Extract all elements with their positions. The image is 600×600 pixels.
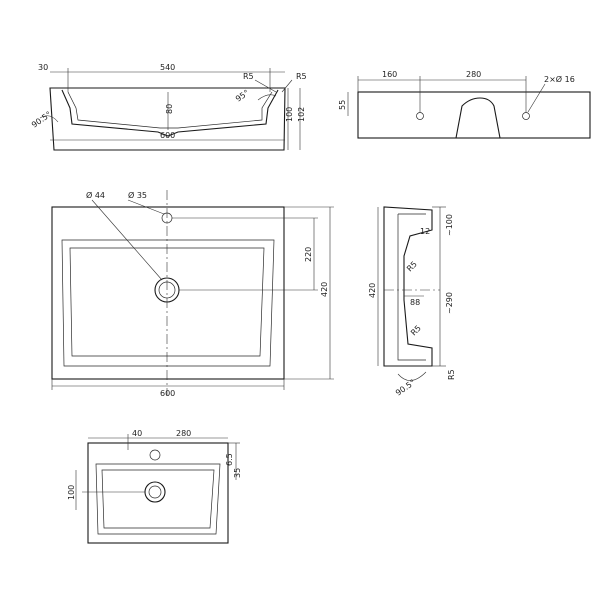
- dim-radius-outer-label: R5: [296, 72, 307, 81]
- dim-depth-label: 80: [165, 104, 174, 114]
- dim-depth-label-plan: 420: [320, 282, 329, 297]
- dim-radius-b-label: R5: [409, 324, 423, 338]
- small-plan-basin-outer: [95, 463, 221, 535]
- small-plan-view: 40 280 6.5 35 100: [67, 429, 242, 544]
- small-drain-inner: [148, 485, 162, 499]
- small-dim-left-label: 40: [132, 429, 142, 438]
- dim-tap-hole-dia-label: Ø 35: [128, 190, 147, 200]
- dim-inner-width-label: 540: [160, 63, 175, 72]
- dim-angle-label-side: 90.5°: [394, 378, 417, 398]
- dim-height-label-rear: 55: [338, 100, 347, 110]
- hole-left: [416, 112, 424, 120]
- small-dim-right-label: 35: [233, 468, 242, 478]
- plan-view-basin-inner: [69, 247, 265, 357]
- dim-depth-label-side: 420: [368, 283, 377, 298]
- front-section-basin-profile: [61, 89, 279, 137]
- small-tap-hole: [149, 449, 161, 461]
- rear-view: 160 280 55 2×Ø 16: [338, 70, 591, 139]
- plan-view-basin-outer: [61, 239, 275, 367]
- dim-half-depth-label: 220: [304, 247, 313, 262]
- dim-overhang-label: 30: [38, 63, 48, 72]
- side-section-outline: [383, 206, 433, 367]
- dim-lower-label: ~290: [445, 292, 454, 314]
- dim-holes-label: 2×Ø 16: [544, 74, 575, 84]
- dim-angle-left-label: 90.5°: [30, 110, 53, 130]
- dim-mid-label: 88: [410, 298, 420, 307]
- dim-radius-a-label: R5: [405, 260, 419, 274]
- front-section-outline: [49, 87, 286, 151]
- leader-r5-b: [281, 79, 293, 93]
- dim-top-label-side: 12: [420, 227, 430, 236]
- rear-view-outline: [357, 91, 591, 139]
- dim-height-label: 100: [285, 107, 294, 122]
- dim-total-width-label: 600: [160, 131, 175, 140]
- dim-upper-label: ~100: [445, 214, 454, 236]
- dim-radius-c-label: R5: [447, 369, 456, 380]
- dim-width-label-plan: 600: [160, 389, 175, 398]
- dim-angle-right-label: 95°: [234, 88, 251, 104]
- angle-arc-left: [39, 115, 59, 123]
- small-dim-span-label: 280: [176, 429, 191, 438]
- small-plan-outline: [87, 442, 229, 544]
- dim-drain-dia-label: Ø 44: [86, 190, 105, 200]
- leader-holes: [527, 83, 546, 113]
- leader-tap: [127, 199, 165, 215]
- small-plan-basin-inner: [101, 469, 215, 529]
- dim-left-label: 160: [382, 70, 397, 79]
- rear-view-waste-cutout: [455, 97, 501, 139]
- small-dim-side-label: 6.5: [225, 453, 234, 466]
- angle-arc-right: [257, 94, 277, 101]
- dim-total-height-label: 102: [297, 107, 306, 122]
- small-drain-outer: [144, 481, 166, 503]
- side-angle-arc: [397, 371, 427, 381]
- front-section-view: 30 540 80 100 102 R5 R5 90.5° 95° 600: [30, 63, 307, 151]
- leader-r5-a: [254, 79, 277, 93]
- leader-drain: [91, 199, 163, 281]
- hole-right: [522, 112, 530, 120]
- dim-radius-inner-label: R5: [243, 72, 254, 81]
- side-section-inner: [397, 213, 426, 361]
- plan-view-outline: [51, 206, 285, 380]
- side-section-view: 12 ~100 ~290 420 R5 R5 R5 88 90.5°: [368, 206, 456, 398]
- front-section-basin-inner: [67, 91, 273, 129]
- small-dim-drain-label: 100: [67, 485, 76, 500]
- plan-view: Ø 44 Ø 35 220 420 600: [51, 190, 334, 398]
- dim-span-label: 280: [466, 70, 481, 79]
